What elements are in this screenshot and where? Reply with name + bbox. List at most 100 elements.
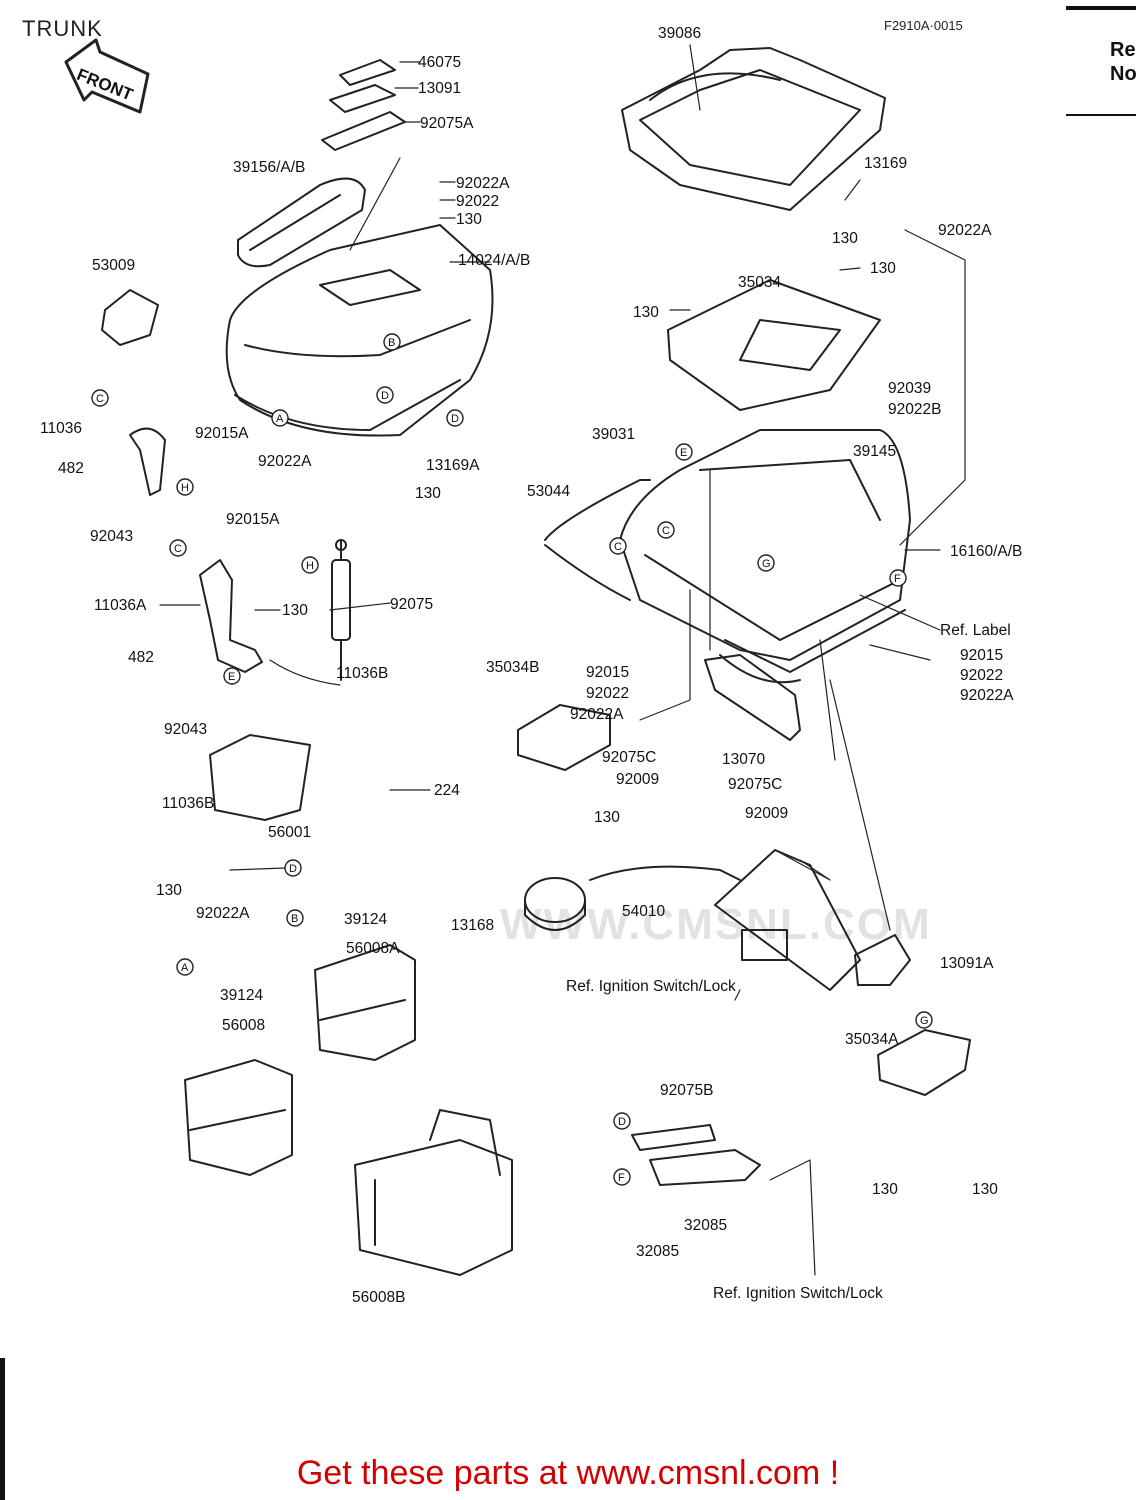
callout-c: C bbox=[614, 541, 622, 553]
part-label: 92009 bbox=[616, 771, 659, 788]
part-label: 13168 bbox=[451, 917, 494, 934]
callout-h-marker bbox=[301, 556, 319, 574]
lid-stay-bracket bbox=[199, 559, 263, 673]
callout-a: A bbox=[181, 962, 189, 974]
callout-h: H bbox=[306, 560, 314, 572]
callout-c-marker bbox=[657, 521, 675, 539]
part-label: 92009 bbox=[745, 805, 788, 822]
side-table-header-ref: Re bbox=[1110, 39, 1136, 61]
trunk-body bbox=[619, 429, 911, 684]
page-title: TRUNK bbox=[22, 16, 103, 41]
callout-markers bbox=[91, 333, 933, 1186]
part-label: 53044 bbox=[527, 483, 570, 500]
callout-d: D bbox=[381, 390, 389, 402]
callout-h: H bbox=[181, 482, 189, 494]
part-label: 130 bbox=[870, 260, 896, 277]
part-label: 130 bbox=[972, 1181, 998, 1198]
part-label: 53009 bbox=[92, 257, 135, 274]
ignition-switch-plate bbox=[714, 849, 861, 991]
figure-code: F2910A·0015 bbox=[884, 18, 963, 33]
part-label: 130 bbox=[282, 602, 308, 619]
hinge-bracket bbox=[129, 427, 166, 496]
part-label: 92022A bbox=[960, 687, 1014, 704]
top-rule bbox=[1066, 6, 1136, 10]
part-label: 13091A bbox=[940, 955, 994, 972]
callout-d-marker bbox=[284, 859, 302, 877]
leader-lines bbox=[159, 44, 966, 1276]
part-label: 92015A bbox=[226, 511, 280, 528]
callout-c: C bbox=[662, 525, 670, 537]
parts-banner[interactable]: Get these parts at www.cmsnl.com ! bbox=[296, 1454, 840, 1492]
part-label: 92075 bbox=[390, 596, 433, 613]
part-label: 35034A bbox=[845, 1031, 899, 1048]
table-header-rule bbox=[1066, 114, 1136, 116]
part-label: 92022A bbox=[938, 222, 992, 239]
callout-d-marker bbox=[446, 409, 464, 427]
part-label: Ref. Ignition Switch/Lock bbox=[713, 1285, 883, 1302]
callout-b-marker bbox=[383, 333, 401, 351]
callout-d-marker bbox=[613, 1112, 631, 1130]
part-label: 130 bbox=[415, 485, 441, 502]
gas-strut bbox=[331, 539, 351, 681]
callout-c: C bbox=[96, 393, 104, 405]
part-label: 35034B bbox=[486, 659, 539, 676]
part-label: 13169 bbox=[864, 155, 907, 172]
part-label: 11036B bbox=[162, 795, 214, 812]
callout-b-marker bbox=[286, 909, 304, 927]
part-label: 130 bbox=[156, 882, 182, 899]
callout-f: F bbox=[894, 573, 901, 585]
part-label: 92039 bbox=[888, 380, 931, 397]
callout-g-marker bbox=[915, 1011, 933, 1029]
part-label: 92022A bbox=[196, 905, 250, 922]
callout-g-marker bbox=[757, 554, 775, 572]
part-label: 39031 bbox=[592, 426, 635, 443]
callout-a: A bbox=[276, 413, 284, 425]
part-label: 130 bbox=[832, 230, 858, 247]
part-label: 13070 bbox=[722, 751, 765, 768]
part-label: 92022 bbox=[586, 685, 629, 702]
callout-c: C bbox=[174, 543, 182, 555]
part-label: Ref. Ignition Switch/Lock bbox=[566, 978, 736, 995]
emblem-parts bbox=[321, 59, 406, 151]
callout-e-marker bbox=[223, 667, 241, 685]
tray-plate bbox=[667, 279, 881, 411]
part-label: 92015A bbox=[195, 425, 249, 442]
callout-h-marker bbox=[176, 478, 194, 496]
part-label: 39086 bbox=[658, 25, 701, 42]
part-label: 39124 bbox=[344, 911, 387, 928]
trunk-lid bbox=[225, 224, 494, 437]
callout-b: B bbox=[291, 913, 298, 925]
part-label: 92043 bbox=[164, 721, 207, 738]
storage-basket bbox=[354, 1109, 513, 1276]
part-label: 11036A bbox=[94, 597, 147, 614]
trunk-lid-inner-part bbox=[621, 47, 886, 211]
part-label: 92075C bbox=[728, 776, 782, 793]
front-arrow-icon bbox=[64, 38, 150, 114]
part-label: 92022A bbox=[456, 175, 510, 192]
part-label: 92022 bbox=[960, 667, 1003, 684]
callout-b: B bbox=[388, 337, 395, 349]
part-label: 92075C bbox=[602, 749, 656, 766]
callout-g: G bbox=[920, 1015, 929, 1027]
part-label: 130 bbox=[872, 1181, 898, 1198]
part-label: 92075A bbox=[420, 115, 474, 132]
callout-d: D bbox=[451, 413, 459, 425]
part-label: 92022 bbox=[456, 193, 499, 210]
part-label: 32085 bbox=[684, 1217, 727, 1234]
part-label: 35034 bbox=[738, 274, 781, 291]
part-label: 92015 bbox=[960, 647, 1003, 664]
part-label: 56008 bbox=[222, 1017, 265, 1034]
part-label: 92022B bbox=[888, 401, 941, 418]
part-label: 130 bbox=[456, 211, 482, 228]
side-table-header: Re No bbox=[1110, 38, 1136, 86]
part-labels: 39086 46075 13091 92075A 39156/A/B 92022… bbox=[40, 25, 1022, 1306]
part-label: 92075B bbox=[660, 1082, 713, 1099]
lid-handle bbox=[237, 177, 366, 268]
part-label: 92022A bbox=[570, 706, 624, 723]
callout-d-marker bbox=[376, 386, 394, 404]
storage-bag-a bbox=[314, 944, 416, 1061]
callout-g: G bbox=[762, 558, 771, 570]
base-plate-a bbox=[877, 1029, 971, 1096]
callout-e: E bbox=[680, 447, 687, 459]
callout-c-marker bbox=[169, 539, 187, 557]
